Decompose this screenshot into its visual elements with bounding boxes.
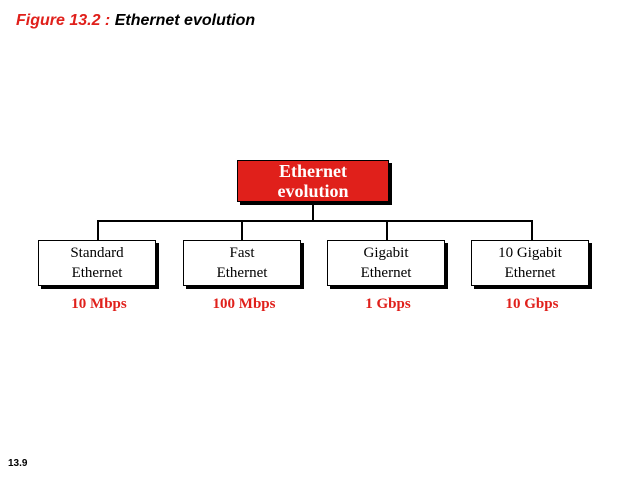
branch-line-1 xyxy=(97,220,99,240)
horizontal-connector xyxy=(97,220,533,222)
figure-caption: Ethernet evolution xyxy=(114,12,256,29)
root-node-line1: Ethernet xyxy=(279,161,347,181)
speed-label-standard: 10 Mbps xyxy=(71,296,127,312)
page-number: 13.9 xyxy=(8,458,28,469)
node-fast-ethernet: Fast Ethernet xyxy=(183,240,301,286)
node-line2: Ethernet xyxy=(504,265,556,281)
figure-title: Figure 13.2 : Ethernet evolution xyxy=(16,12,255,30)
root-node-ethernet-evolution: Ethernet evolution xyxy=(237,160,389,202)
figure-label: Figure 13.2 : xyxy=(16,12,111,29)
node-line1: Fast xyxy=(229,245,255,261)
node-line2: Ethernet xyxy=(71,265,123,281)
node-line2: Ethernet xyxy=(360,265,412,281)
speed-label-gigabit: 1 Gbps xyxy=(365,296,411,312)
root-stem xyxy=(312,202,314,221)
node-gigabit-ethernet: Gigabit Ethernet xyxy=(327,240,445,286)
node-line2: Ethernet xyxy=(216,265,268,281)
branch-line-2 xyxy=(241,220,243,240)
speed-label-10-gigabit: 10 Gbps xyxy=(505,296,559,312)
branch-line-4 xyxy=(531,220,533,240)
node-standard-ethernet: Standard Ethernet xyxy=(38,240,156,286)
node-line1: Standard xyxy=(70,245,124,261)
node-10-gigabit-ethernet: 10 Gigabit Ethernet xyxy=(471,240,589,286)
branch-line-3 xyxy=(386,220,388,240)
speed-label-fast: 100 Mbps xyxy=(212,296,276,312)
root-node-line2: evolution xyxy=(277,181,349,201)
node-line1: 10 Gigabit xyxy=(498,245,562,261)
node-line1: Gigabit xyxy=(363,245,409,261)
